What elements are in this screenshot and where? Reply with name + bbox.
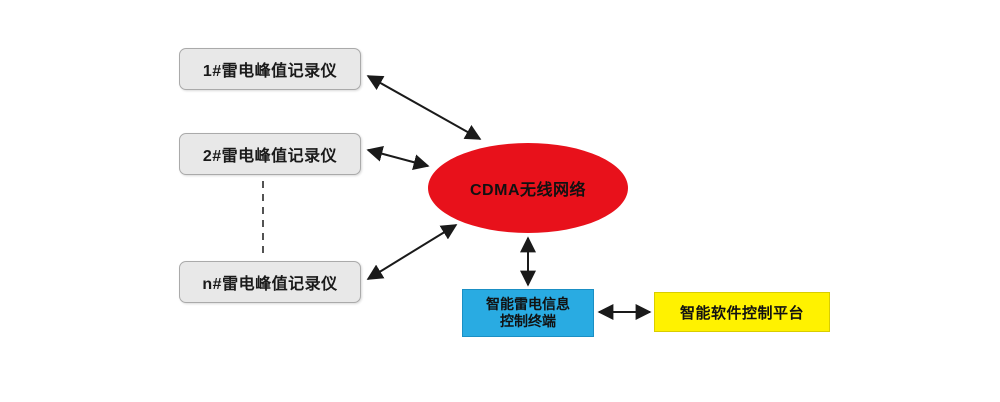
arrow-recorderN-network: [366, 224, 458, 280]
control-terminal-label-line1: 智能雷电信息: [486, 295, 570, 312]
recorder-1-label: 1#雷电峰值记录仪: [202, 63, 338, 80]
recorder-n-label: n#雷电峰值记录仪: [202, 276, 338, 293]
control-terminal-node: 智能雷电信息 控制终端: [462, 289, 594, 337]
control-terminal-label-line2: 控制终端: [500, 313, 556, 329]
recorder-2-label: 2#雷电峰值记录仪: [202, 148, 338, 165]
recorder-2-node: 2#雷电峰值记录仪: [179, 133, 361, 175]
cdma-network-node: CDMA无线网络: [428, 143, 628, 233]
software-platform-label: 智能软件控制平台: [679, 304, 804, 322]
cdma-network-label: CDMA无线网络: [470, 182, 586, 199]
software-platform-node: 智能软件控制平台: [654, 292, 830, 332]
recorder-n-node: n#雷电峰值记录仪: [179, 261, 361, 303]
arrow-recorder1-network: [366, 75, 482, 140]
recorder-1-node: 1#雷电峰值记录仪: [179, 48, 361, 90]
arrow-recorder2-network: [366, 145, 430, 171]
